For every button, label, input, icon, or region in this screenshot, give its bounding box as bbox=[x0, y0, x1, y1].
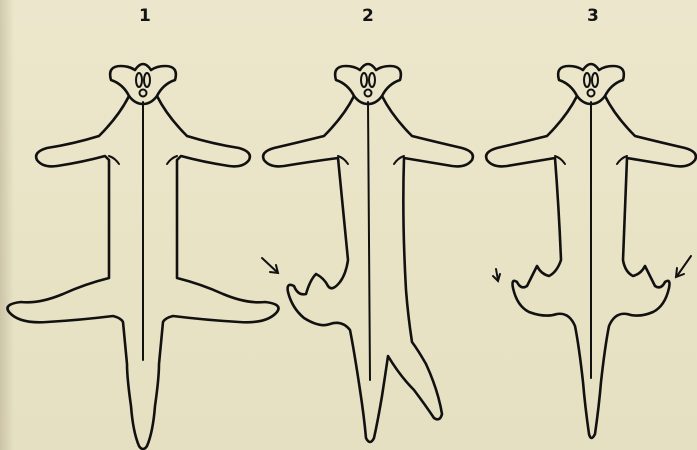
pelt-figure-3 bbox=[486, 64, 696, 438]
pelt-figure-1 bbox=[8, 64, 279, 449]
arrow-icon-right-hindlimb-3 bbox=[676, 256, 691, 277]
pelt-figure-2 bbox=[262, 64, 473, 442]
arrow-icon-left-hindlimb-3 bbox=[493, 269, 500, 281]
arrow-icon-left-hindlimb bbox=[262, 258, 278, 273]
midline-2 bbox=[368, 102, 370, 380]
